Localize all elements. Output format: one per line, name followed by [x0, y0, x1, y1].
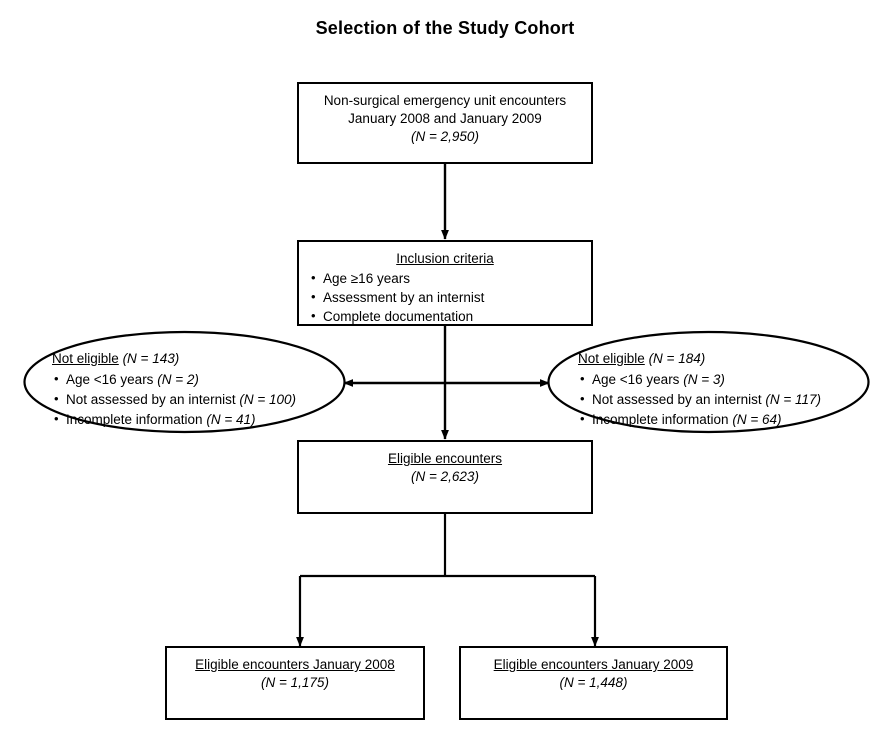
excluded-right-reason-list: Age <16 years (N = 3) Not assessed by an…: [578, 370, 868, 430]
source-box-count: (N = 2,950): [411, 129, 479, 145]
eligible-2009-content: Eligible encounters January 2009 (N = 1,…: [461, 648, 726, 692]
eligible-2008-heading: Eligible encounters January 2008: [195, 657, 395, 672]
excluded-right-heading: Not eligible: [578, 351, 645, 366]
eligible-2008-content: Eligible encounters January 2008 (N = 1,…: [167, 648, 423, 692]
excluded-right-reason-item: Age <16 years (N = 3): [578, 370, 868, 390]
eligible-encounters-box: Eligible encounters (N = 2,623): [297, 440, 593, 514]
eligible-heading-wrap: Eligible encounters: [309, 450, 581, 468]
excluded-left-heading: Not eligible: [52, 351, 119, 366]
source-box-line1: Non-surgical emergency unit encounters: [323, 93, 567, 108]
inclusion-criteria-item: Age ≥16 years: [309, 269, 581, 288]
source-box: Non-surgical emergency unit encounters J…: [297, 82, 593, 164]
figure-title: Selection of the Study Cohort: [315, 18, 575, 38]
inclusion-heading: Inclusion criteria: [396, 251, 494, 266]
reason-count: (N = 41): [206, 411, 256, 427]
excluded-right-reason-item: Incomplete information (N = 64): [578, 410, 868, 430]
inclusion-criteria-box: Inclusion criteria Age ≥16 years Assessm…: [297, 240, 593, 326]
excluded-right-heading-line: Not eligible (N = 184): [578, 350, 868, 369]
reason-count: (N = 3): [683, 371, 725, 387]
eligible-2009-count: (N = 1,448): [559, 675, 628, 691]
excluded-right-node: Not eligible (N = 184) Age <16 years (N …: [578, 350, 868, 431]
excluded-left-reason-item: Age <16 years (N = 2): [52, 370, 342, 390]
excluded-left-node: Not eligible (N = 143) Age <16 years (N …: [52, 350, 342, 431]
excluded-left-reason-item: Incomplete information (N = 41): [52, 410, 342, 430]
reason-text: Age <16 years: [66, 371, 154, 387]
excluded-left-count: (N = 143): [122, 351, 180, 366]
inclusion-criteria-item: Assessment by an internist: [309, 288, 581, 307]
eligible-count: (N = 2,623): [411, 469, 479, 485]
reason-count: (N = 2): [157, 371, 199, 387]
reason-text: Age <16 years: [592, 371, 680, 387]
reason-count: (N = 117): [765, 391, 822, 407]
reason-count: (N = 100): [239, 391, 297, 407]
reason-text: Not assessed by an internist: [66, 391, 236, 407]
eligible-2009-box: Eligible encounters January 2009 (N = 1,…: [459, 646, 728, 720]
eligible-2008-heading-wrap: Eligible encounters January 2008: [177, 656, 413, 674]
source-box-line2: January 2008 and January 2009: [348, 111, 542, 127]
excluded-left-reason-list: Age <16 years (N = 2) Not assessed by an…: [52, 370, 342, 430]
source-box-content: Non-surgical emergency unit encounters J…: [299, 84, 591, 146]
excluded-right-content: Not eligible (N = 184) Age <16 years (N …: [578, 350, 868, 430]
excluded-right-reason-item: Not assessed by an internist (N = 117): [578, 390, 868, 410]
reason-text: Incomplete information: [66, 411, 203, 427]
inclusion-box-content: Inclusion criteria Age ≥16 years Assessm…: [299, 242, 591, 326]
eligible-2009-heading: Eligible encounters January 2009: [493, 657, 694, 672]
reason-text: Incomplete information: [592, 411, 729, 427]
eligible-2009-heading-wrap: Eligible encounters January 2009: [471, 656, 716, 674]
inclusion-criteria-list: Age ≥16 years Assessment by an internist…: [309, 269, 581, 326]
eligible-2008-box: Eligible encounters January 2008 (N = 1,…: [165, 646, 425, 720]
reason-text: Not assessed by an internist: [592, 391, 762, 407]
excluded-right-count: (N = 184): [648, 351, 706, 366]
excluded-left-content: Not eligible (N = 143) Age <16 years (N …: [52, 350, 342, 430]
excluded-left-heading-line: Not eligible (N = 143): [52, 350, 342, 369]
eligible-2008-count: (N = 1,175): [261, 675, 329, 691]
excluded-left-reason-item: Not assessed by an internist (N = 100): [52, 390, 342, 410]
reason-count: (N = 64): [732, 411, 782, 427]
inclusion-criteria-item: Complete documentation: [309, 307, 581, 326]
inclusion-heading-wrap: Inclusion criteria: [309, 250, 581, 268]
eligible-heading: Eligible encounters: [387, 451, 503, 466]
eligible-box-content: Eligible encounters (N = 2,623): [299, 442, 591, 486]
